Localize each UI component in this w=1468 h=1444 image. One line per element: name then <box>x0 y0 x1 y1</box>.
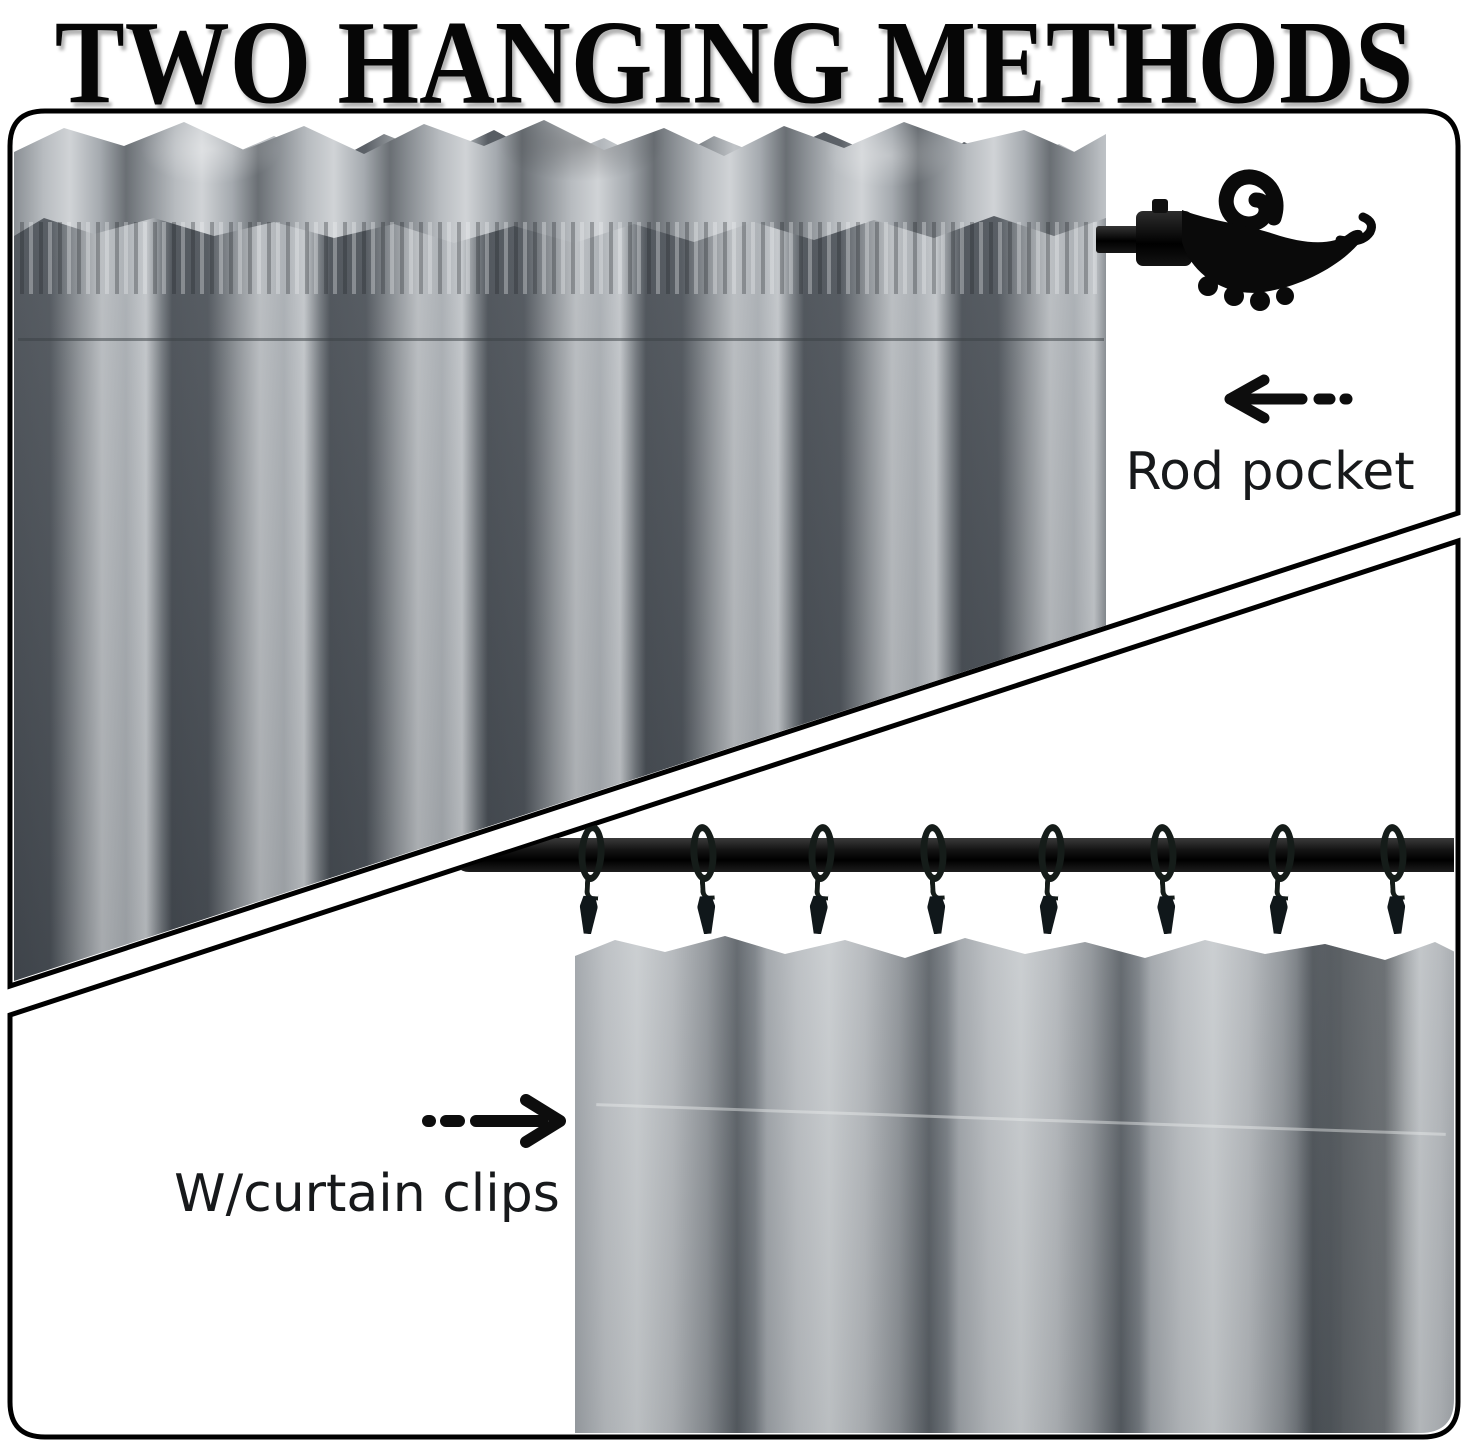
arrow-right-dashed-icon <box>422 1094 566 1148</box>
ring-icon <box>807 823 836 882</box>
ring-icon <box>1379 823 1408 882</box>
ring-icon <box>1149 823 1178 882</box>
ring-icon <box>1267 823 1296 882</box>
curtain-rod-bottom <box>452 838 1456 872</box>
clip-clamp-icon <box>578 896 598 935</box>
ring-icon <box>689 823 718 882</box>
ring-icon <box>1037 823 1066 882</box>
ring-icon <box>577 823 606 882</box>
clip-clamp-icon <box>697 896 717 935</box>
page-title: TWO HANGING METHODS <box>54 0 1414 129</box>
rod-pocket-ruffle <box>14 118 1106 243</box>
rod-pocket-label: Rod pocket <box>1125 442 1415 502</box>
curtain-clips-label: W/curtain clips <box>174 1164 560 1224</box>
clip-clamp-icon <box>1157 896 1177 935</box>
clip-curtain-fabric <box>575 930 1455 1433</box>
clip-clamp-icon <box>1387 896 1407 935</box>
pocket-seam-line <box>18 338 1104 341</box>
rod-pocket-gathers <box>20 222 1098 294</box>
curtain-ring-clip <box>1264 823 1296 942</box>
clip-clamp-icon <box>1038 896 1058 935</box>
curtain-ring-clip <box>574 823 606 942</box>
ring-icon <box>919 823 948 882</box>
clip-clamp-icon <box>927 896 947 935</box>
rod-screw <box>1152 199 1168 213</box>
finial-icon <box>1182 138 1378 334</box>
curtain-ring-clip <box>1034 823 1066 942</box>
curtain-ring-clip <box>804 823 836 942</box>
clip-clamp-icon <box>1268 896 1288 935</box>
clip-clamp-icon <box>808 896 828 935</box>
arrow-left-dashed-icon <box>1224 374 1353 424</box>
